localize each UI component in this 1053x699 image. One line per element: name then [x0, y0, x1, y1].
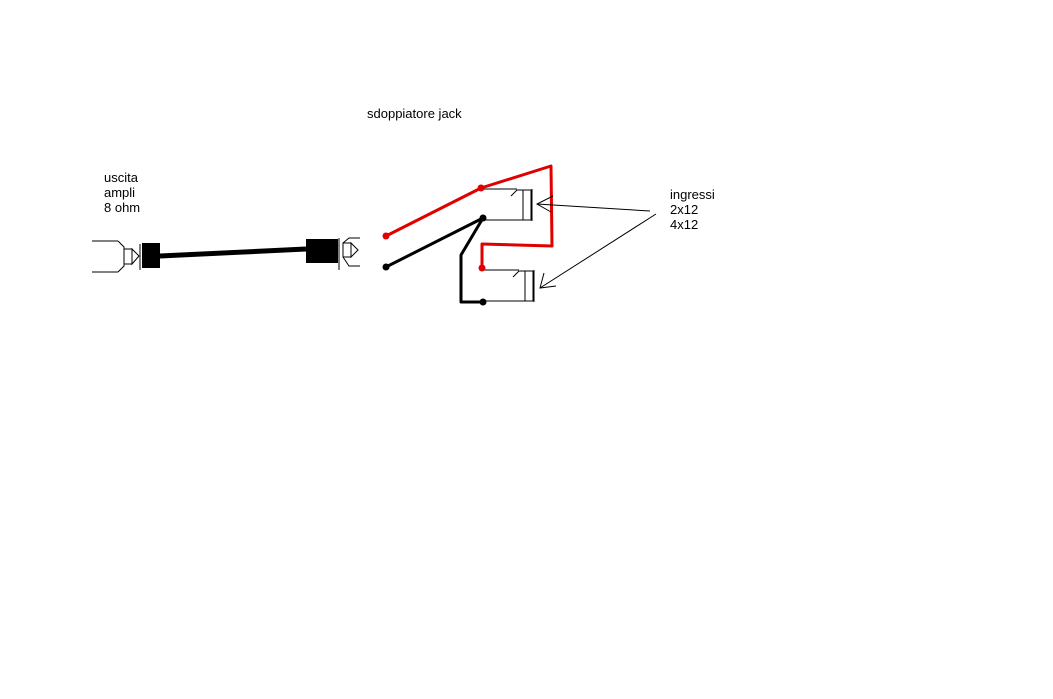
inputs-label-line1: ingressi [670, 187, 715, 202]
inputs-label-line2: 2x12 [670, 202, 699, 217]
ground-solder-point-lower [479, 298, 487, 306]
hot-solder-point-upper [477, 184, 485, 192]
input-pointer-arrows [535, 195, 657, 289]
splitter-input-jack [338, 237, 360, 270]
output-label-line2: ampli [104, 185, 136, 200]
jack-cable [159, 246, 307, 259]
ground-wire [385, 216, 485, 304]
amp-plug-body [142, 243, 160, 268]
hot-solder-point-input [382, 232, 390, 240]
output-label-line1: uscita [104, 170, 138, 185]
lower-output-jack [484, 269, 535, 302]
diagram-title: sdoppiatore jack [367, 106, 462, 121]
hot-wire [385, 164, 554, 268]
upper-output-jack [484, 188, 533, 221]
ground-solder-point-upper [479, 214, 487, 222]
hot-solder-point-lower [478, 264, 486, 272]
output-label-line3: 8 ohm [104, 200, 141, 215]
inputs-label-line3: 4x12 [670, 217, 699, 232]
splitter-plug-body [306, 239, 338, 263]
ground-solder-point-input [382, 263, 390, 271]
amp-output-jack [92, 240, 141, 273]
